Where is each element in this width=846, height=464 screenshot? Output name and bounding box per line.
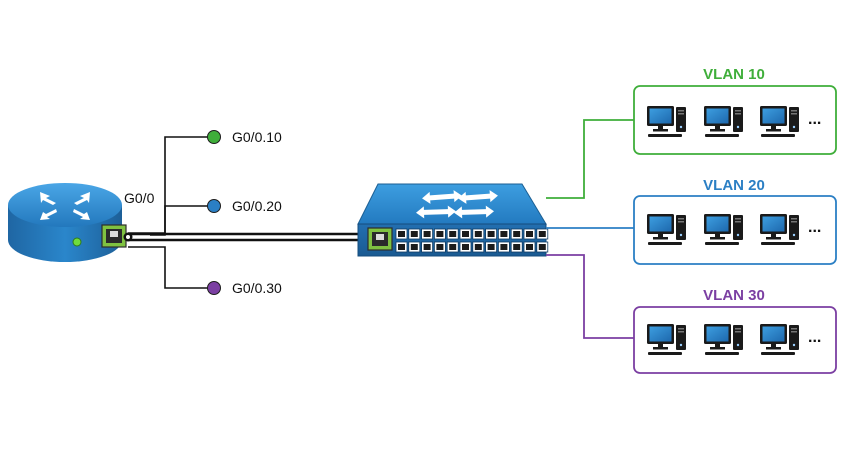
more-hosts-ellipsis: ... [808,219,821,236]
subinterface-dot-g0-0-20 [207,199,221,213]
switch-port-socket [538,231,546,237]
switch-port-socket [500,244,508,250]
router-port-g0-0 [101,224,127,248]
subinterface-connectors [128,136,212,289]
status-led-icon [72,237,82,247]
subinterface-dot-g0-0-10 [207,130,221,144]
switch-port-socket [423,244,431,250]
subinterface-label-g0-0-10: G0/0.10 [232,129,282,145]
switch-port-socket [487,231,495,237]
switch-port-socket [526,244,533,250]
switch-port-socket [449,244,457,250]
switch-port-socket [436,244,444,250]
switch-port-socket [513,231,521,237]
subinterface-label-g0-0-20: G0/0.20 [232,198,282,214]
more-hosts-ellipsis: ... [808,111,821,128]
switch-port-socket [500,231,508,237]
subinterface-dot-g0-0-30 [207,281,221,295]
switch-port-socket [487,244,495,250]
switch-port-socket [538,244,546,250]
vlan-title-10: VLAN 10 [703,66,765,83]
vlan-group-10: VLAN 10 ... [633,66,837,155]
switch-port-socket [462,231,469,237]
vlan-group-30: VLAN 30 ... [633,287,837,374]
switch-port-socket [398,244,405,250]
switch-port-socket [474,231,482,237]
router-interface-label: G0/0 [124,190,155,206]
vlan-title-30: VLAN 30 [703,287,765,304]
switch-port-socket [513,244,521,250]
switch-ports [395,228,549,253]
switch-port-socket [436,231,444,237]
vlan30-link [546,254,634,339]
subinterface-label-g0-0-30: G0/0.30 [232,280,282,296]
switch-port-socket [410,231,418,237]
switch-port-socket [398,231,405,237]
router-icon [8,183,127,262]
switch-port-socket [474,244,482,250]
vlan-group-20: VLAN 20 ... [633,177,837,265]
more-hosts-ellipsis: ... [808,329,821,346]
switch-port-socket [526,231,533,237]
switch-port-socket [423,231,431,237]
switch-port-socket [449,231,457,237]
switch-port-socket [462,244,469,250]
vlan10-link [546,119,634,199]
trunk-link [123,232,367,242]
switch-icon [357,183,549,257]
vlan-title-20: VLAN 20 [703,177,765,194]
switch-port-socket [410,244,418,250]
